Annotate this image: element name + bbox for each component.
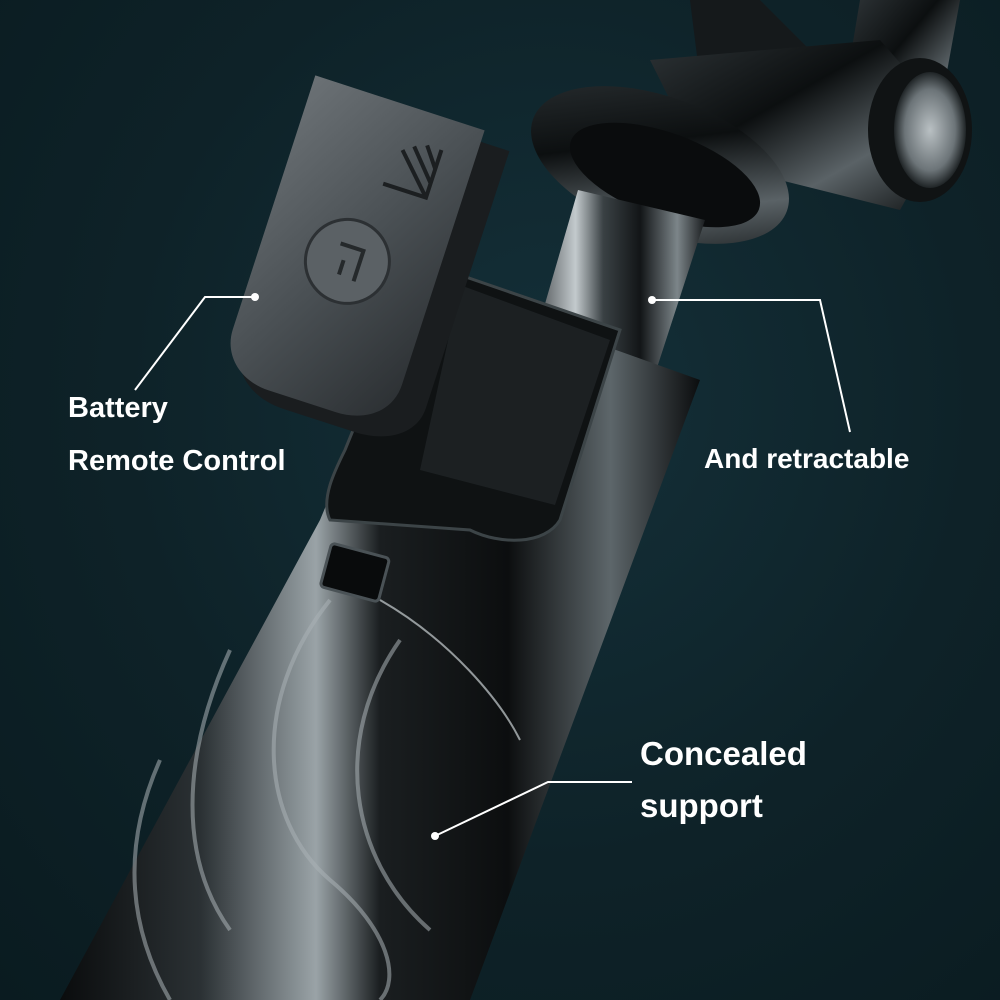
shutter-button-icon bbox=[303, 217, 391, 305]
label-remote-control: Remote Control bbox=[68, 445, 286, 477]
pivot-head bbox=[531, 0, 972, 244]
label-concealed: Concealed bbox=[640, 735, 807, 772]
callout-line-retractable bbox=[652, 299, 851, 433]
callout-lines bbox=[134, 296, 851, 837]
label-retractable: And retractable bbox=[704, 443, 910, 474]
callout-line-battery bbox=[134, 296, 255, 391]
label-support: support bbox=[640, 787, 763, 824]
spiral-grip bbox=[132, 598, 432, 1000]
label-battery: Battery bbox=[68, 392, 168, 424]
callout-dots bbox=[251, 293, 656, 840]
wifi-signal-icon bbox=[382, 144, 444, 201]
callout-line-concealed bbox=[434, 781, 632, 837]
remote-control bbox=[230, 75, 510, 437]
